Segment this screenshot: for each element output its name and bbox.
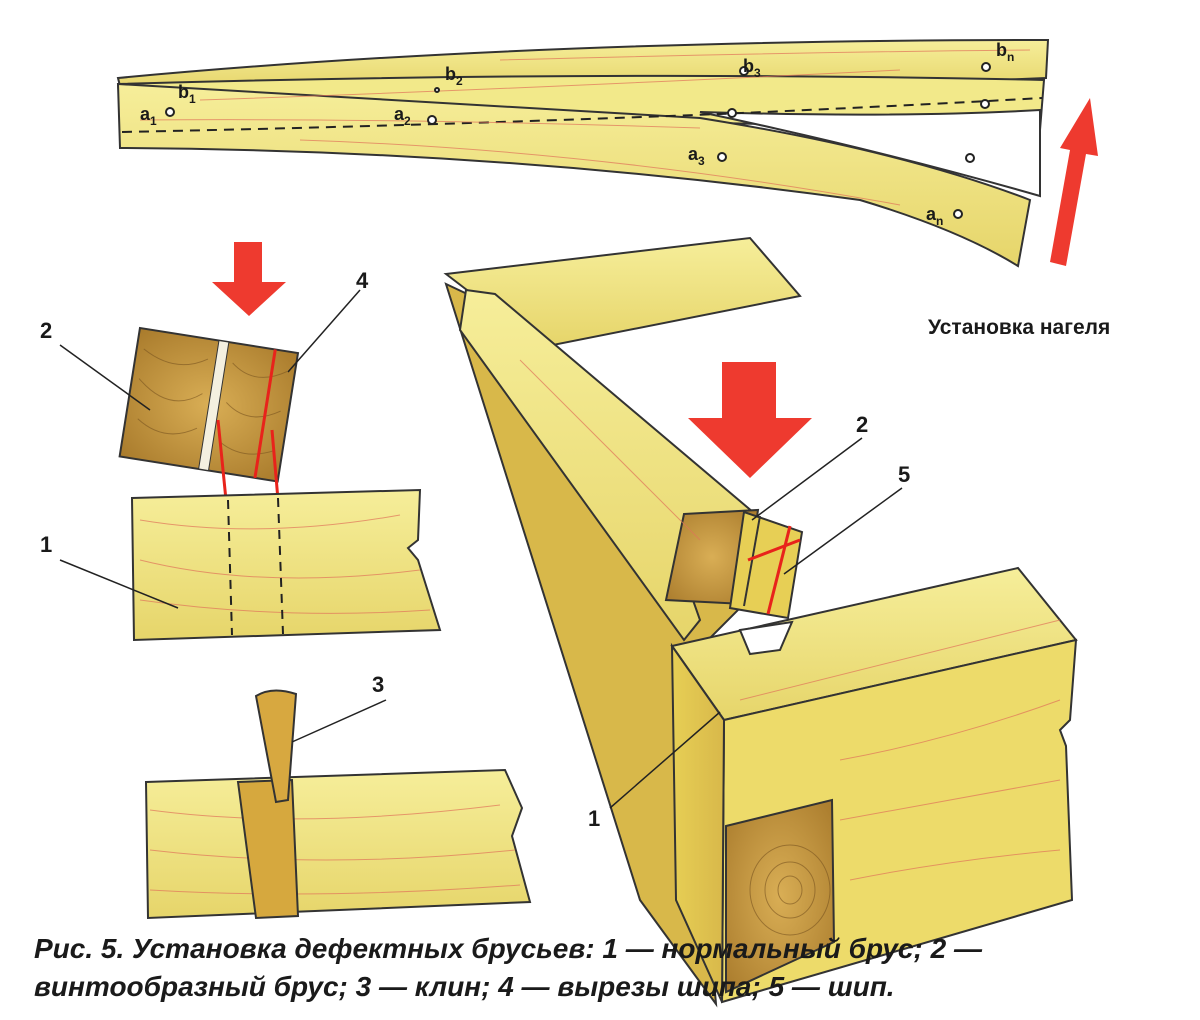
corner-lower-block-left	[670, 642, 726, 1003]
label-2-right: 2	[856, 412, 868, 437]
normal-beam-left	[130, 488, 442, 642]
twisted-beam-bottom	[116, 82, 1032, 268]
grain-lines-wedge-beam	[149, 804, 521, 895]
lower-end-grain	[725, 798, 836, 994]
twisted-beam-section	[118, 326, 300, 483]
left-cutout-group: 2 4 1	[40, 242, 442, 642]
wedge-group: 3	[144, 672, 532, 920]
arrow-down-icon-left	[212, 242, 286, 316]
label-5: 5	[898, 462, 910, 487]
point-label-a3: a3	[688, 144, 705, 168]
point-label-b2: b2	[445, 64, 463, 88]
dowel-title: Установка нагеля	[928, 316, 1110, 339]
arrow-up-icon	[1050, 98, 1098, 266]
wedged-beam	[144, 768, 532, 920]
figure-caption: Рис. 5. Установка дефектных брусьев: 1 —…	[34, 933, 982, 1002]
dashed-axis-line	[121, 97, 1043, 133]
point-label-a2: a2	[394, 104, 411, 128]
wedge-icon	[254, 689, 298, 804]
grain-lines-right	[519, 359, 1061, 881]
beam-gap	[699, 108, 1041, 198]
grain-lines-top	[139, 49, 1031, 206]
dowel-points	[165, 62, 991, 219]
point-label-an: an	[926, 204, 943, 228]
twisted-beams-group: a1 b1 a2 b2 a3 b3 an bn Установка нагеля	[116, 38, 1110, 339]
point-label-b3: b3	[743, 56, 761, 80]
tenon-5	[728, 510, 804, 620]
label-1-left: 1	[40, 532, 52, 557]
label-3: 3	[372, 672, 384, 697]
corner-joint-group: 2 5 1	[443, 236, 1078, 1008]
point-label-bn: bn	[996, 40, 1014, 64]
label-4: 4	[356, 268, 369, 293]
notch-slot	[738, 620, 794, 656]
label-1-right: 1	[588, 806, 600, 831]
point-label-b1: b1	[178, 82, 196, 106]
label-2-left: 2	[40, 318, 52, 343]
arrow-down-icon-right	[688, 362, 812, 478]
point-label-a1: a1	[140, 104, 157, 128]
